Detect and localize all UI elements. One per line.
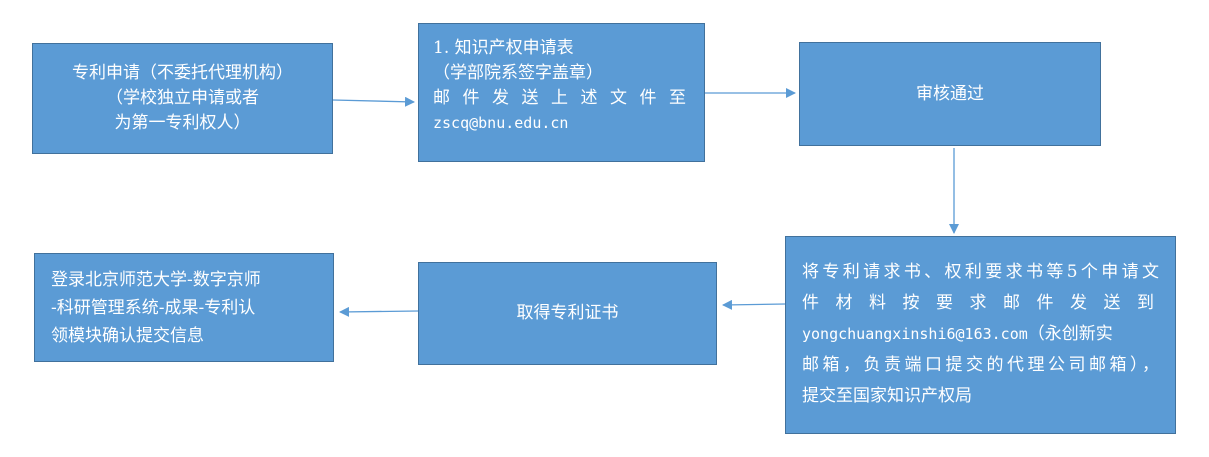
step-form-line3: 邮件发送上述文件至 — [433, 88, 690, 108]
step-certificate-label: 取得专利证书 — [516, 303, 619, 323]
step-submit-documents: 将专利请求书、权利要求书等5个申请文 件材料按要求邮件发送到 yongchuan… — [785, 236, 1176, 434]
step-login-line2: -科研管理系统-成果-专利认 — [51, 298, 256, 318]
step-submit-line2: 件材料按要求邮件发送到 — [802, 293, 1159, 313]
step-patent-application: 专利申请（不委托代理机构） （学校独立申请或者 为第一专利权人） — [32, 43, 333, 154]
step-patent-application-line2: （学校独立申请或者 — [106, 88, 259, 108]
step-form-line1: 1. 知识产权申请表 — [433, 38, 574, 58]
step-patent-application-line1: 专利申请（不委托代理机构） — [72, 63, 293, 83]
step-submit-line5: 提交至国家知识产权局 — [802, 386, 972, 406]
step-ip-application-form: 1. 知识产权申请表 （学部院系签字盖章） 邮件发送上述文件至 zscq@bnu… — [418, 23, 705, 162]
step-login-line1: 登录北京师范大学-数字京师 — [51, 270, 261, 290]
step-login-confirm: 登录北京师范大学-数字京师 -科研管理系统-成果-专利认 领模块确认提交信息 — [34, 253, 334, 362]
arrow-certificate-to-login — [339, 306, 419, 317]
step-submit-line4: 邮箱，负责端口提交的代理公司邮箱）， — [802, 355, 1159, 375]
step-review-label: 审核通过 — [916, 83, 984, 104]
step-review-approved: 审核通过 — [799, 42, 1101, 146]
step-submit-email: yongchuangxinshi6@163.com — [802, 325, 1028, 343]
step-obtain-certificate: 取得专利证书 — [418, 262, 717, 365]
step-login-line3: 领模块确认提交信息 — [51, 326, 204, 346]
step-form-line2: （学部院系签字盖章） — [433, 63, 603, 83]
step-submit-line3-rest: （永创新实 — [1027, 324, 1113, 344]
step-submit-line3: yongchuangxinshi6@163.com（永创新实 — [802, 319, 1159, 350]
arrow-submit-to-certificate — [722, 299, 786, 310]
arrow-apply-to-form — [332, 96, 415, 107]
step-submit-line1: 将专利请求书、权利要求书等5个申请文 — [802, 262, 1159, 282]
step-patent-application-line3: 为第一专利权人） — [114, 113, 251, 133]
step-form-email: zscq@bnu.edu.cn — [433, 114, 569, 132]
